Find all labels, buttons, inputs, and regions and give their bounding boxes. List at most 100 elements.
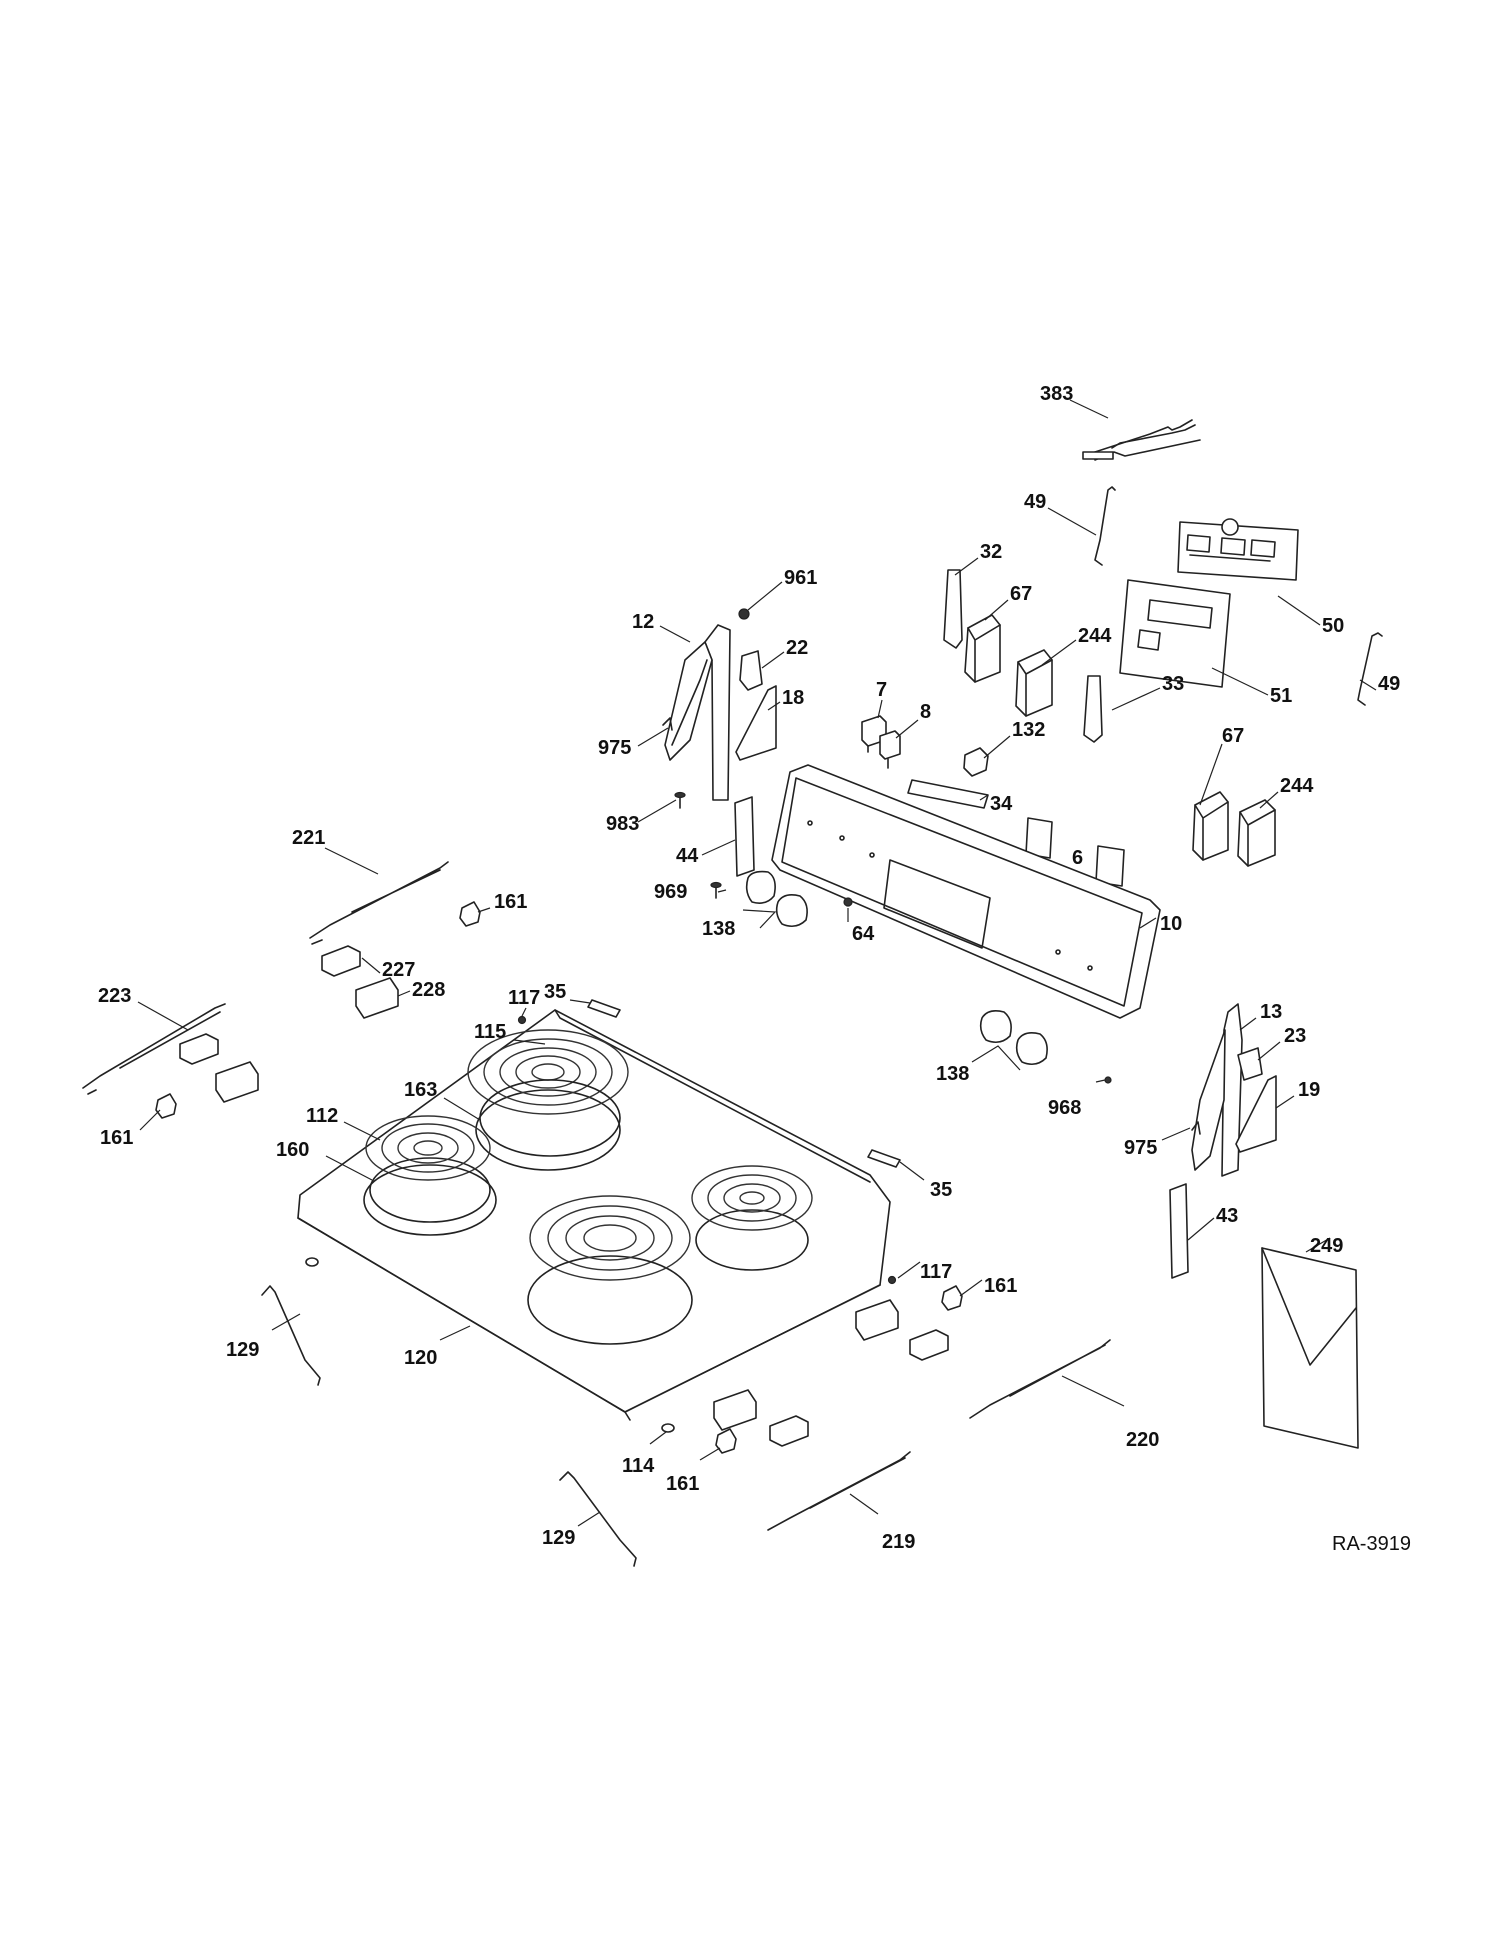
callout-969: 969 [654, 881, 687, 903]
part-975-clip-upper [662, 717, 673, 731]
part-983-screw [674, 791, 686, 809]
part-front-element [527, 1195, 693, 1345]
part-35-hinge-b [867, 1149, 901, 1168]
callout-33: 33 [1162, 673, 1184, 695]
callout-50: 50 [1322, 615, 1344, 637]
callout-117-a: 117 [508, 987, 540, 1009]
callout-163: 163 [404, 1079, 437, 1101]
part-129-leveling-leg-b [559, 1471, 637, 1567]
part-969-screw [710, 881, 722, 899]
part-44-bracket [734, 796, 755, 877]
callout-34: 34 [990, 793, 1013, 815]
part-43-bracket [1169, 1183, 1189, 1279]
callout-22: 22 [786, 637, 808, 659]
part-228-terminal-b [215, 1061, 259, 1103]
callout-249: 249 [1310, 1235, 1343, 1257]
callout-161-c: 161 [984, 1275, 1017, 1297]
callout-117-b: 117 [920, 1261, 952, 1283]
part-138-knobs-lower [979, 1010, 1048, 1066]
callout-49-right: 49 [1378, 673, 1400, 695]
part-160-drip-pan [363, 1164, 497, 1236]
part-33-bracket [1083, 675, 1103, 743]
callout-7: 7 [876, 679, 887, 701]
part-49-wire-right [1357, 632, 1383, 706]
callout-219: 219 [882, 1531, 915, 1553]
callout-51: 51 [1270, 685, 1292, 707]
part-114-foot-rear [305, 1257, 319, 1267]
part-19-bracket [1235, 1075, 1277, 1153]
callout-114: 114 [622, 1455, 655, 1477]
callout-19: 19 [1298, 1079, 1320, 1101]
callout-975-upper: 975 [598, 737, 631, 759]
part-13-side-trim [1191, 1003, 1243, 1177]
part-383-harness [1082, 419, 1201, 461]
callout-161-a: 161 [494, 891, 527, 913]
callout-13: 13 [1260, 1001, 1282, 1023]
part-50-control-board [1177, 518, 1299, 581]
callout-67-upper: 67 [1010, 583, 1032, 605]
callout-43: 43 [1216, 1205, 1238, 1227]
callout-244-upper: 244 [1078, 625, 1112, 647]
callout-49-upper: 49 [1024, 491, 1046, 513]
part-18-bracket [735, 685, 777, 761]
callout-35-b: 35 [930, 1179, 952, 1201]
callout-12: 12 [632, 611, 654, 633]
part-51-overlay [1119, 579, 1231, 688]
part-161-clip-d [715, 1428, 737, 1454]
part-161-clip-c [941, 1285, 963, 1311]
part-228-terminal [355, 977, 399, 1019]
callout-129-b: 129 [542, 1527, 575, 1549]
callout-961: 961 [784, 567, 817, 589]
callout-64: 64 [852, 923, 875, 945]
drawing-code: RA-3919 [1332, 1533, 1411, 1555]
part-67-switch-upper [964, 614, 1001, 683]
part-220-wire [969, 1339, 1111, 1419]
callout-18: 18 [782, 687, 804, 709]
callout-35-a: 35 [544, 981, 566, 1003]
leader-lines [137, 399, 1377, 1527]
callout-160: 160 [276, 1139, 309, 1161]
part-228-terminal-d [713, 1389, 757, 1431]
part-117-screw-b [887, 1275, 897, 1285]
callout-221: 221 [292, 827, 325, 849]
part-6-label-left [1025, 817, 1053, 859]
callout-115: 115 [474, 1021, 506, 1043]
part-12-side-trim [664, 624, 731, 801]
callout-983: 983 [606, 813, 639, 835]
callout-132: 132 [1012, 719, 1045, 741]
callout-138-lower: 138 [936, 1063, 969, 1085]
callout-44: 44 [676, 845, 699, 867]
part-22-clip [739, 650, 763, 691]
callout-220: 220 [1126, 1429, 1159, 1451]
part-221-wire [309, 861, 449, 945]
callout-67-lower: 67 [1222, 725, 1244, 747]
callout-968: 968 [1048, 1097, 1081, 1119]
part-112-element-left [365, 1115, 491, 1223]
part-161-clip-b [155, 1093, 177, 1119]
callout-161-b: 161 [100, 1127, 133, 1149]
callout-129-a: 129 [226, 1339, 259, 1361]
part-138-knobs-upper [745, 870, 808, 928]
part-64-nut [843, 897, 853, 907]
part-163-drip-pan [479, 1079, 621, 1157]
callout-112: 112 [306, 1105, 338, 1127]
part-67-switch-lower [1192, 791, 1229, 861]
part-8-switch [879, 730, 901, 769]
part-227-block-d [769, 1415, 809, 1447]
part-228-terminal-c [855, 1299, 899, 1341]
callout-228: 228 [412, 979, 445, 1001]
part-49-wire-left [1094, 486, 1116, 566]
part-117-screw-a [517, 1015, 527, 1025]
part-23-clip [1237, 1047, 1263, 1081]
part-34-strip [907, 779, 989, 809]
part-249-literature [1261, 1247, 1359, 1449]
part-227-block-b [179, 1033, 219, 1065]
callout-161-d: 161 [666, 1473, 699, 1495]
part-32-bracket [943, 569, 963, 649]
part-961-screw [738, 608, 750, 620]
part-223-wire [82, 1003, 226, 1095]
callout-10: 10 [1160, 913, 1182, 935]
callout-975-lower: 975 [1124, 1137, 1157, 1159]
callout-6: 6 [1072, 847, 1083, 869]
part-244-switch-lower [1237, 799, 1276, 867]
